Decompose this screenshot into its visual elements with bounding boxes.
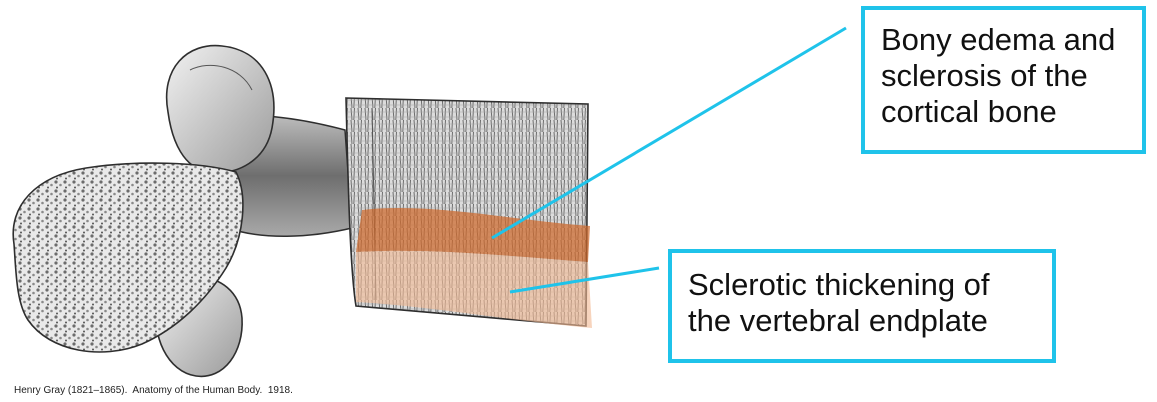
superior-articular-process xyxy=(167,46,274,173)
edema-callout: Bony edema and sclerosis of the cortical… xyxy=(861,6,1146,154)
endplate-callout: Sclerotic thickening of the vertebral en… xyxy=(668,249,1056,363)
image-credit: Henry Gray (1821–1865). Anatomy of the H… xyxy=(14,385,293,396)
